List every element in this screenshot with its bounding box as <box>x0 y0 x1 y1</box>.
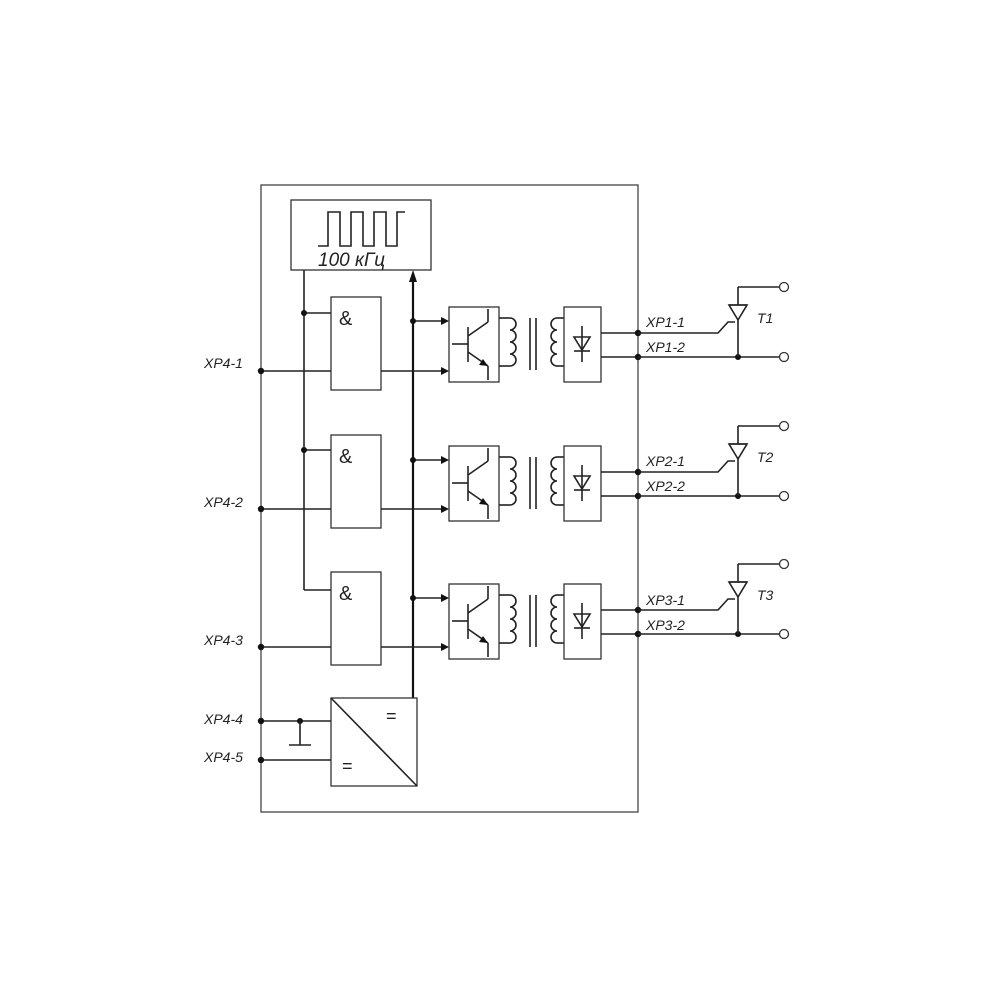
square-wave-icon <box>318 211 405 247</box>
bus-arrow-icon <box>409 270 417 282</box>
transistor-icon <box>452 448 489 519</box>
thyristor-2-label: T2 <box>757 449 774 465</box>
diode-icon <box>572 465 592 501</box>
input-label-xp4-4: XP4-4 <box>203 711 243 727</box>
oscillator-block: 100 кГц <box>290 199 432 271</box>
channel-3 <box>381 558 790 660</box>
thyristor-icon <box>727 286 783 357</box>
input-label-xp4-5: XP4-5 <box>203 749 243 765</box>
terminal-circle <box>778 628 790 640</box>
and-symbol: & <box>339 446 353 468</box>
channel-2 <box>381 420 790 522</box>
and-gate-2: & <box>330 434 382 529</box>
diode-icon <box>572 326 592 362</box>
transistor-icon <box>452 586 489 657</box>
dc-dc-converter: = = <box>330 697 418 787</box>
terminal-circle <box>778 420 790 432</box>
transistor-icon <box>452 309 489 380</box>
thyristor-3-label: T3 <box>757 587 774 603</box>
channel-1 <box>381 281 790 383</box>
power-input-wiring <box>257 717 331 764</box>
terminal-circle <box>778 351 790 363</box>
terminal-circle <box>778 558 790 570</box>
channel-1-out2-label: XP1-2 <box>645 339 685 355</box>
converter-in-symbol: = <box>342 756 353 776</box>
channel-1-out1-label: XP1-1 <box>645 314 685 330</box>
input-label-xp4-2: XP4-2 <box>203 494 243 510</box>
channel-2-out2-label: XP2-2 <box>645 478 685 494</box>
and-symbol: & <box>339 583 353 605</box>
and-symbol: & <box>339 308 353 330</box>
thyristor-icon <box>727 425 783 496</box>
thyristor-1-label: T1 <box>757 310 773 326</box>
input-label-xp4-1: XP4-1 <box>203 355 243 371</box>
channel-2-out1-label: XP2-1 <box>645 453 685 469</box>
and-gate-3: & <box>330 571 382 666</box>
terminal-circle <box>778 281 790 293</box>
input-label-xp4-3: XP4-3 <box>203 632 243 648</box>
thyristor-icon <box>727 563 783 634</box>
diode-icon <box>572 603 592 639</box>
transformer-icon <box>499 456 564 509</box>
oscillator-label: 100 кГц <box>318 250 385 271</box>
channel-3-out2-label: XP3-2 <box>645 617 685 633</box>
input-lines <box>257 367 331 651</box>
channel-3-out1-label: XP3-1 <box>645 592 685 608</box>
and-gate-1: & <box>330 296 382 391</box>
converter-out-symbol: = <box>386 706 397 726</box>
terminal-circle <box>778 490 790 502</box>
transformer-icon <box>499 317 564 370</box>
transformer-icon <box>499 594 564 647</box>
clock-taps <box>301 310 331 591</box>
